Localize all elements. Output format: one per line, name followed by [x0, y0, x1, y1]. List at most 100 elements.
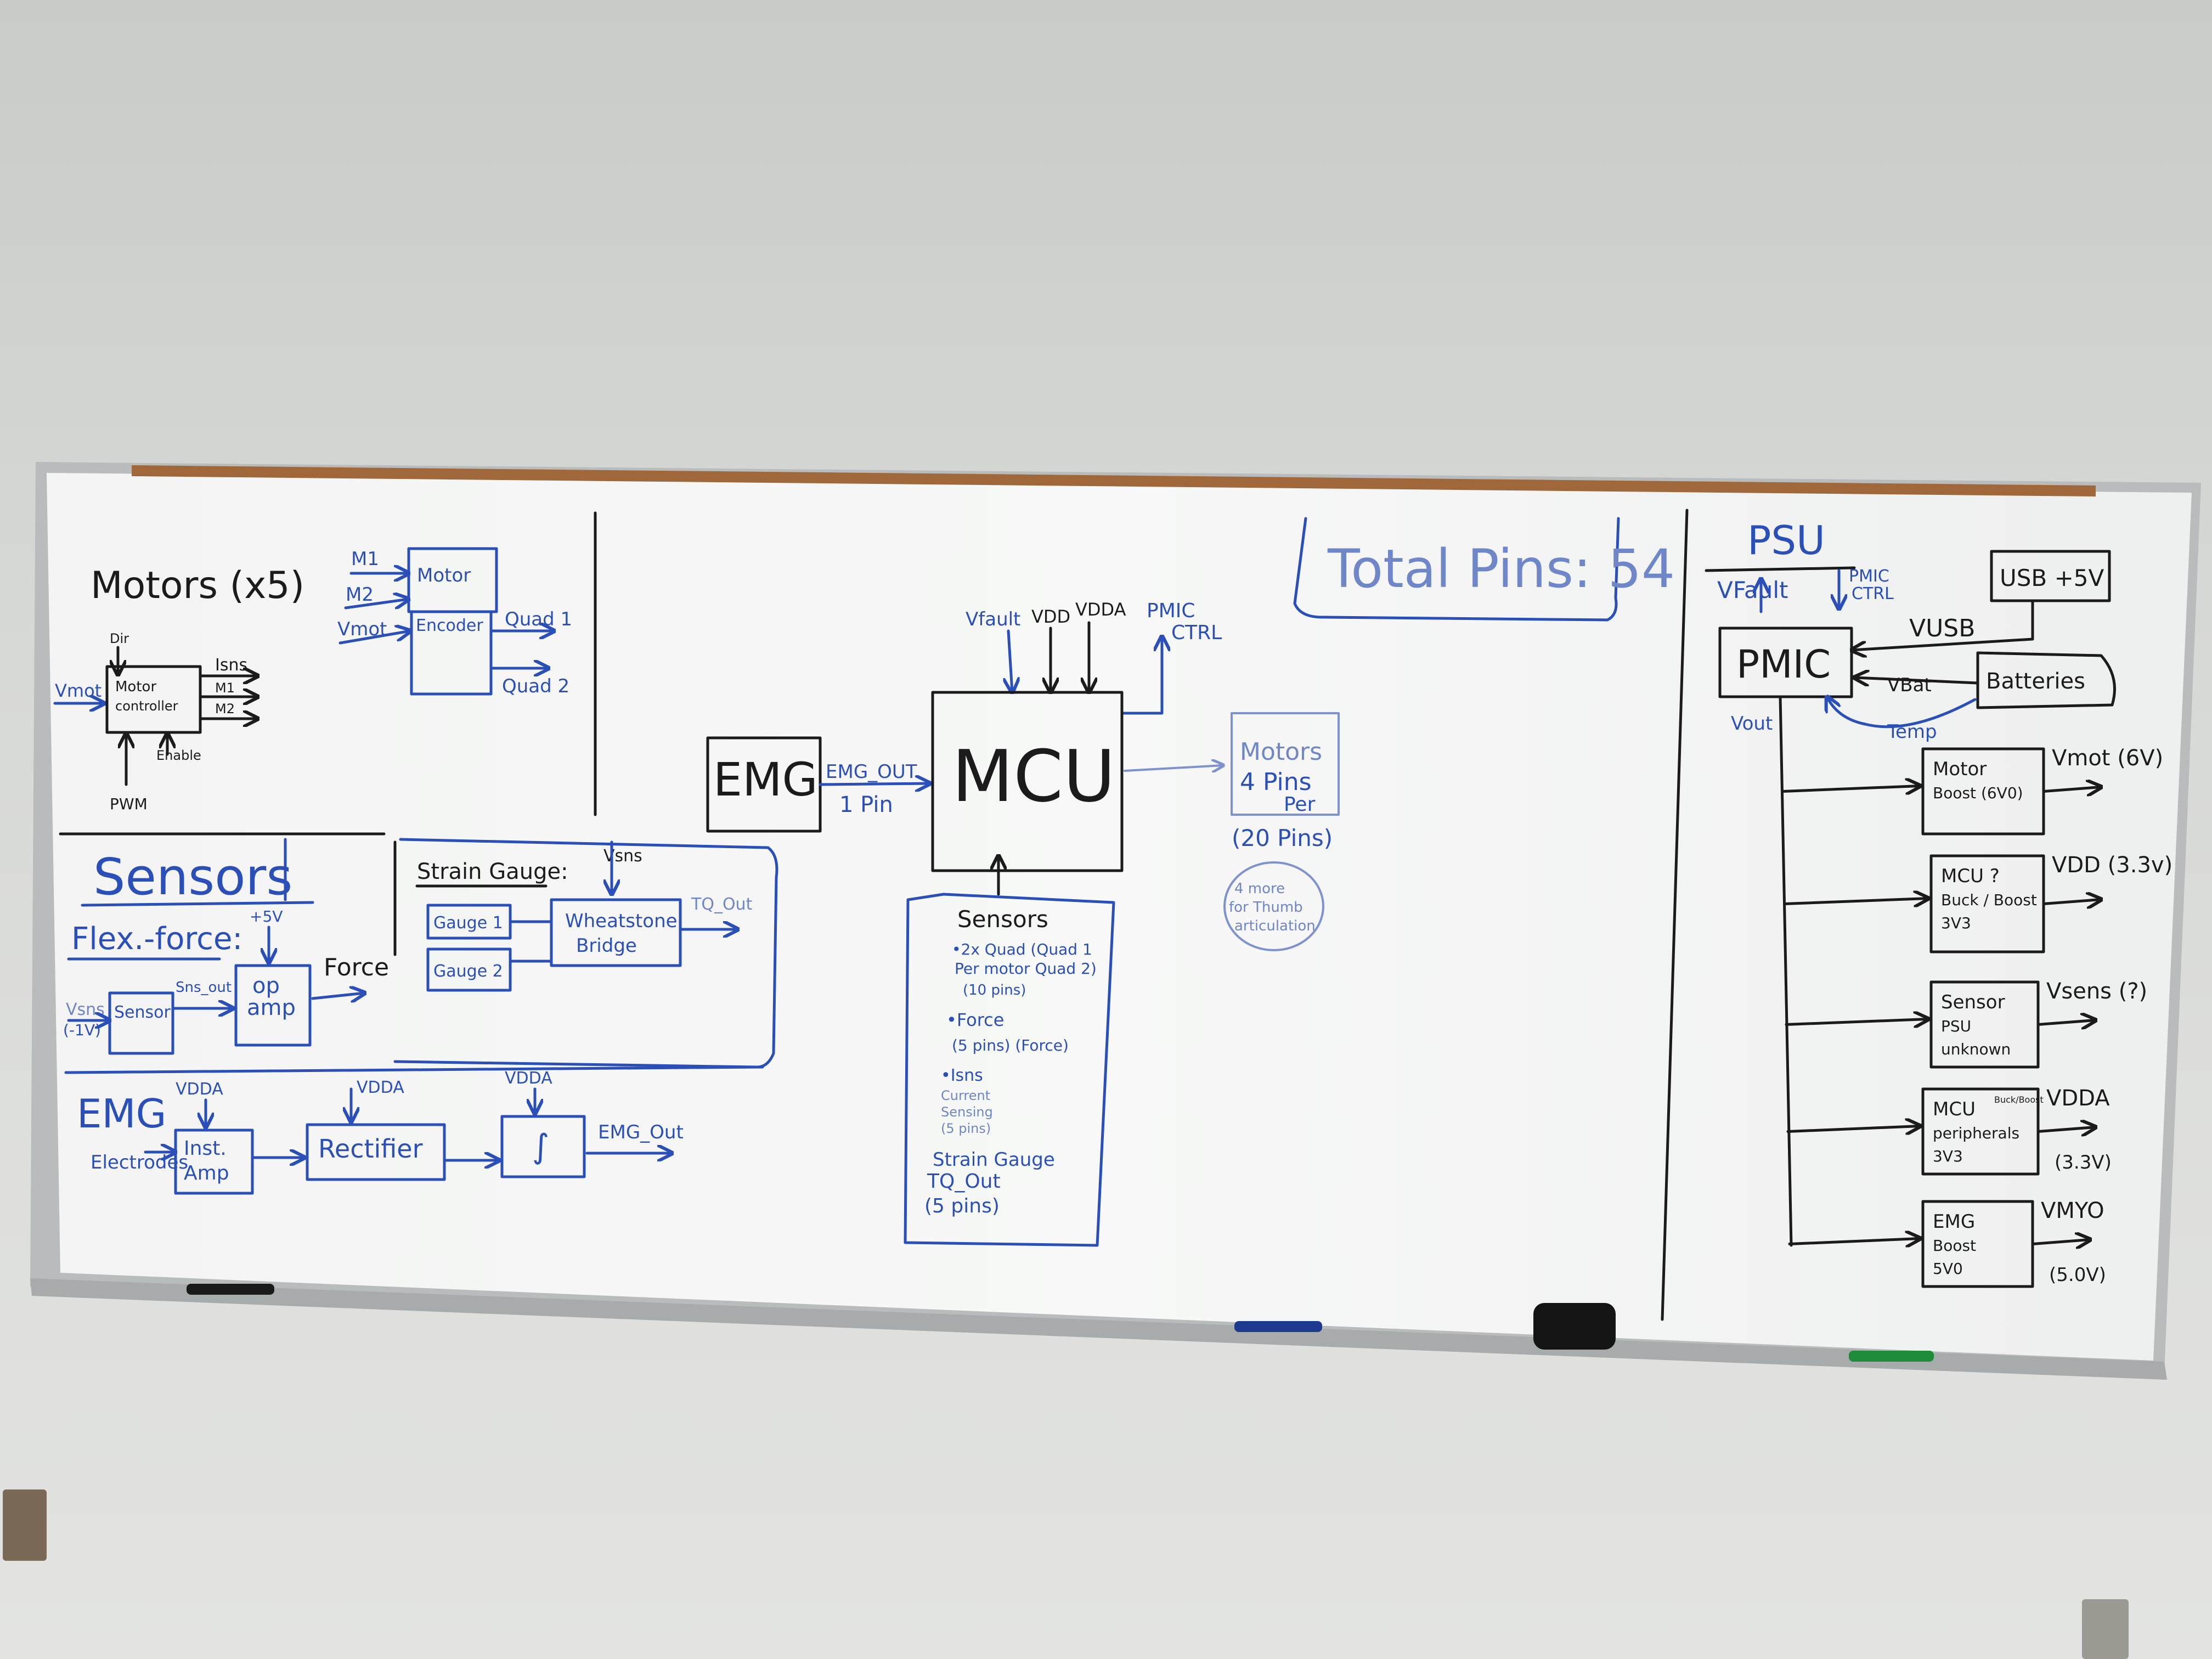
sensors-line-12: (5 pins) [924, 1195, 1000, 1217]
total-pins-label: Total Pins: 54 [1327, 538, 1675, 600]
psu-feed-arrow [1781, 786, 1920, 792]
pmic-ctrl-mcu-arrow [1120, 636, 1162, 715]
gauge2-block [426, 947, 512, 992]
regulator-label: EMG [1933, 1211, 1975, 1233]
usb-label: USB +5V [2000, 565, 2104, 591]
regulator-label: MCU [1933, 1098, 1976, 1120]
temp-label: Temp [1887, 721, 1937, 743]
psu-title: PSU [1747, 517, 1825, 563]
emg-title: EMG [77, 1091, 166, 1137]
regulator-label: Sensor [1941, 991, 2005, 1013]
opamp-label-2: amp [247, 995, 296, 1020]
regulator-out-arrow [2042, 787, 2101, 792]
motors-pins-label-3: Per [1284, 793, 1316, 816]
plus5v-label: +5V [250, 907, 283, 926]
opamp-label-1: op [252, 973, 280, 998]
sensors-line-10: Strain Gauge [933, 1149, 1055, 1171]
sensor-block-label: Sensor [114, 1003, 171, 1022]
regulator-label: peripherals [1933, 1124, 2019, 1142]
regulator-label: 3V3 [1933, 1147, 1963, 1165]
psu-title-underline [1705, 566, 1856, 572]
regulator-output-label: VMYO [2041, 1198, 2104, 1223]
gauge2-label: Gauge 2 [433, 962, 503, 981]
vdda-rect-label: VDDA [357, 1078, 404, 1097]
m1-out-label: M1 [215, 680, 235, 696]
one-pin-label: 1 Pin [839, 792, 893, 817]
motor-controller-label-1: Motor [115, 679, 156, 695]
sensors-line-9: (5 pins) [941, 1121, 991, 1136]
sensor-block [108, 991, 174, 1055]
regulator-label: 3V3 [1941, 914, 1971, 932]
sensors-line-11: TQ_Out [927, 1170, 1001, 1193]
regulator-note: Buck/Boost [1994, 1094, 2044, 1105]
wheatstone-bridge-block [550, 898, 682, 967]
quad2-label: Quad 2 [502, 675, 569, 697]
psu-feed-arrow [1788, 1239, 1920, 1244]
vsns-bridge-label: Vsns [603, 847, 642, 866]
sensors-line-4: •Force [946, 1009, 1004, 1030]
regulator-output-label: Vmot (6V) [2052, 746, 2163, 771]
pwm-label: PWM [110, 795, 148, 813]
regulator-output-label: VDD (3.3v) [2052, 853, 2172, 878]
regulator-label: Boost [1933, 1237, 1976, 1255]
vfault-mcu-label: Vfault [966, 608, 1020, 630]
regulator-output-label: Vsens (?) [2046, 979, 2147, 1004]
sensors-line-5: (5 pins) (Force) [952, 1036, 1069, 1054]
mcu-block [931, 691, 1124, 872]
strain-gauge-label: Strain Gauge: [417, 859, 568, 884]
thumb-note-1: 4 more [1234, 881, 1285, 897]
regulator-out-arrow [2031, 1240, 2090, 1244]
psu-feed-arrow [1783, 899, 1928, 904]
m2-in-arrow [344, 599, 409, 608]
isns-label: Isns [215, 656, 247, 675]
regulator-label: Motor [1933, 758, 1987, 780]
mcu-to-motors-arrow [1124, 765, 1223, 771]
emg-mcu-label: EMG [713, 753, 818, 806]
motors-title: Motors (x5) [91, 564, 304, 607]
regulator-out-arrow [2036, 1127, 2096, 1132]
regulator-label: 5V0 [1933, 1260, 1963, 1278]
batteries-to-pmic-arrow [1854, 678, 1979, 683]
mcu-section: Total Pins: 54 Vfault VDD VDDA PMIC CTRL… [706, 517, 1675, 1247]
mcu-label: MCU [952, 735, 1115, 818]
sensors-line-8: Sensing [941, 1104, 993, 1120]
vout-bus [1779, 695, 1793, 1247]
eraser [1533, 1303, 1616, 1350]
batteries-block [1976, 651, 2116, 709]
marker-black [187, 1284, 274, 1295]
thumb-note-outline [1223, 861, 1324, 951]
encoder-block-label: Encoder [416, 616, 483, 635]
marker-blue [1234, 1321, 1322, 1332]
wall-outlet [3, 1489, 47, 1561]
total-pins-box [1293, 517, 1620, 622]
m1-in-label: M1 [351, 548, 379, 570]
sensors-line-1: •2x Quad (Quad 1 [952, 940, 1092, 958]
thumb-note-3: articulation [1234, 918, 1316, 934]
regulator-output-label: VDDA [2046, 1086, 2110, 1111]
wall-switch [2082, 1599, 2129, 1659]
force-arrow [311, 993, 365, 998]
rectifier-block [306, 1123, 446, 1181]
vdd-mcu-label: VDD [1031, 606, 1070, 627]
m2-out-label: M2 [215, 701, 235, 716]
batteries-label: Batteries [1986, 669, 2085, 694]
vdda-inst-label: VDDA [176, 1080, 223, 1099]
cork-strip [132, 465, 2096, 496]
pmic-ctrl-mcu-label-1: PMIC [1147, 600, 1195, 622]
regulator-label: unknown [1941, 1040, 2011, 1058]
pmic-ctrl-psu-label-1: PMIC [1849, 567, 1889, 586]
vdda-mcu-label: VDDA [1075, 599, 1126, 620]
wheatstone-label-2: Bridge [576, 935, 637, 957]
sensors-section: Sensors Flex.-force: +5V Vsns (-1V) Sens… [63, 838, 778, 1069]
inst-amp-label-1: Inst. [184, 1137, 227, 1160]
sensors-list-box [904, 893, 1115, 1247]
psu-feed-arrow [1785, 1019, 1928, 1025]
regulator-output-sub: (5.0V) [2049, 1264, 2106, 1286]
integrator-block [500, 1115, 586, 1178]
vusb-label: VUSB [1909, 614, 1975, 642]
emg-out-mcu-label: EMG_OUT [826, 761, 917, 783]
